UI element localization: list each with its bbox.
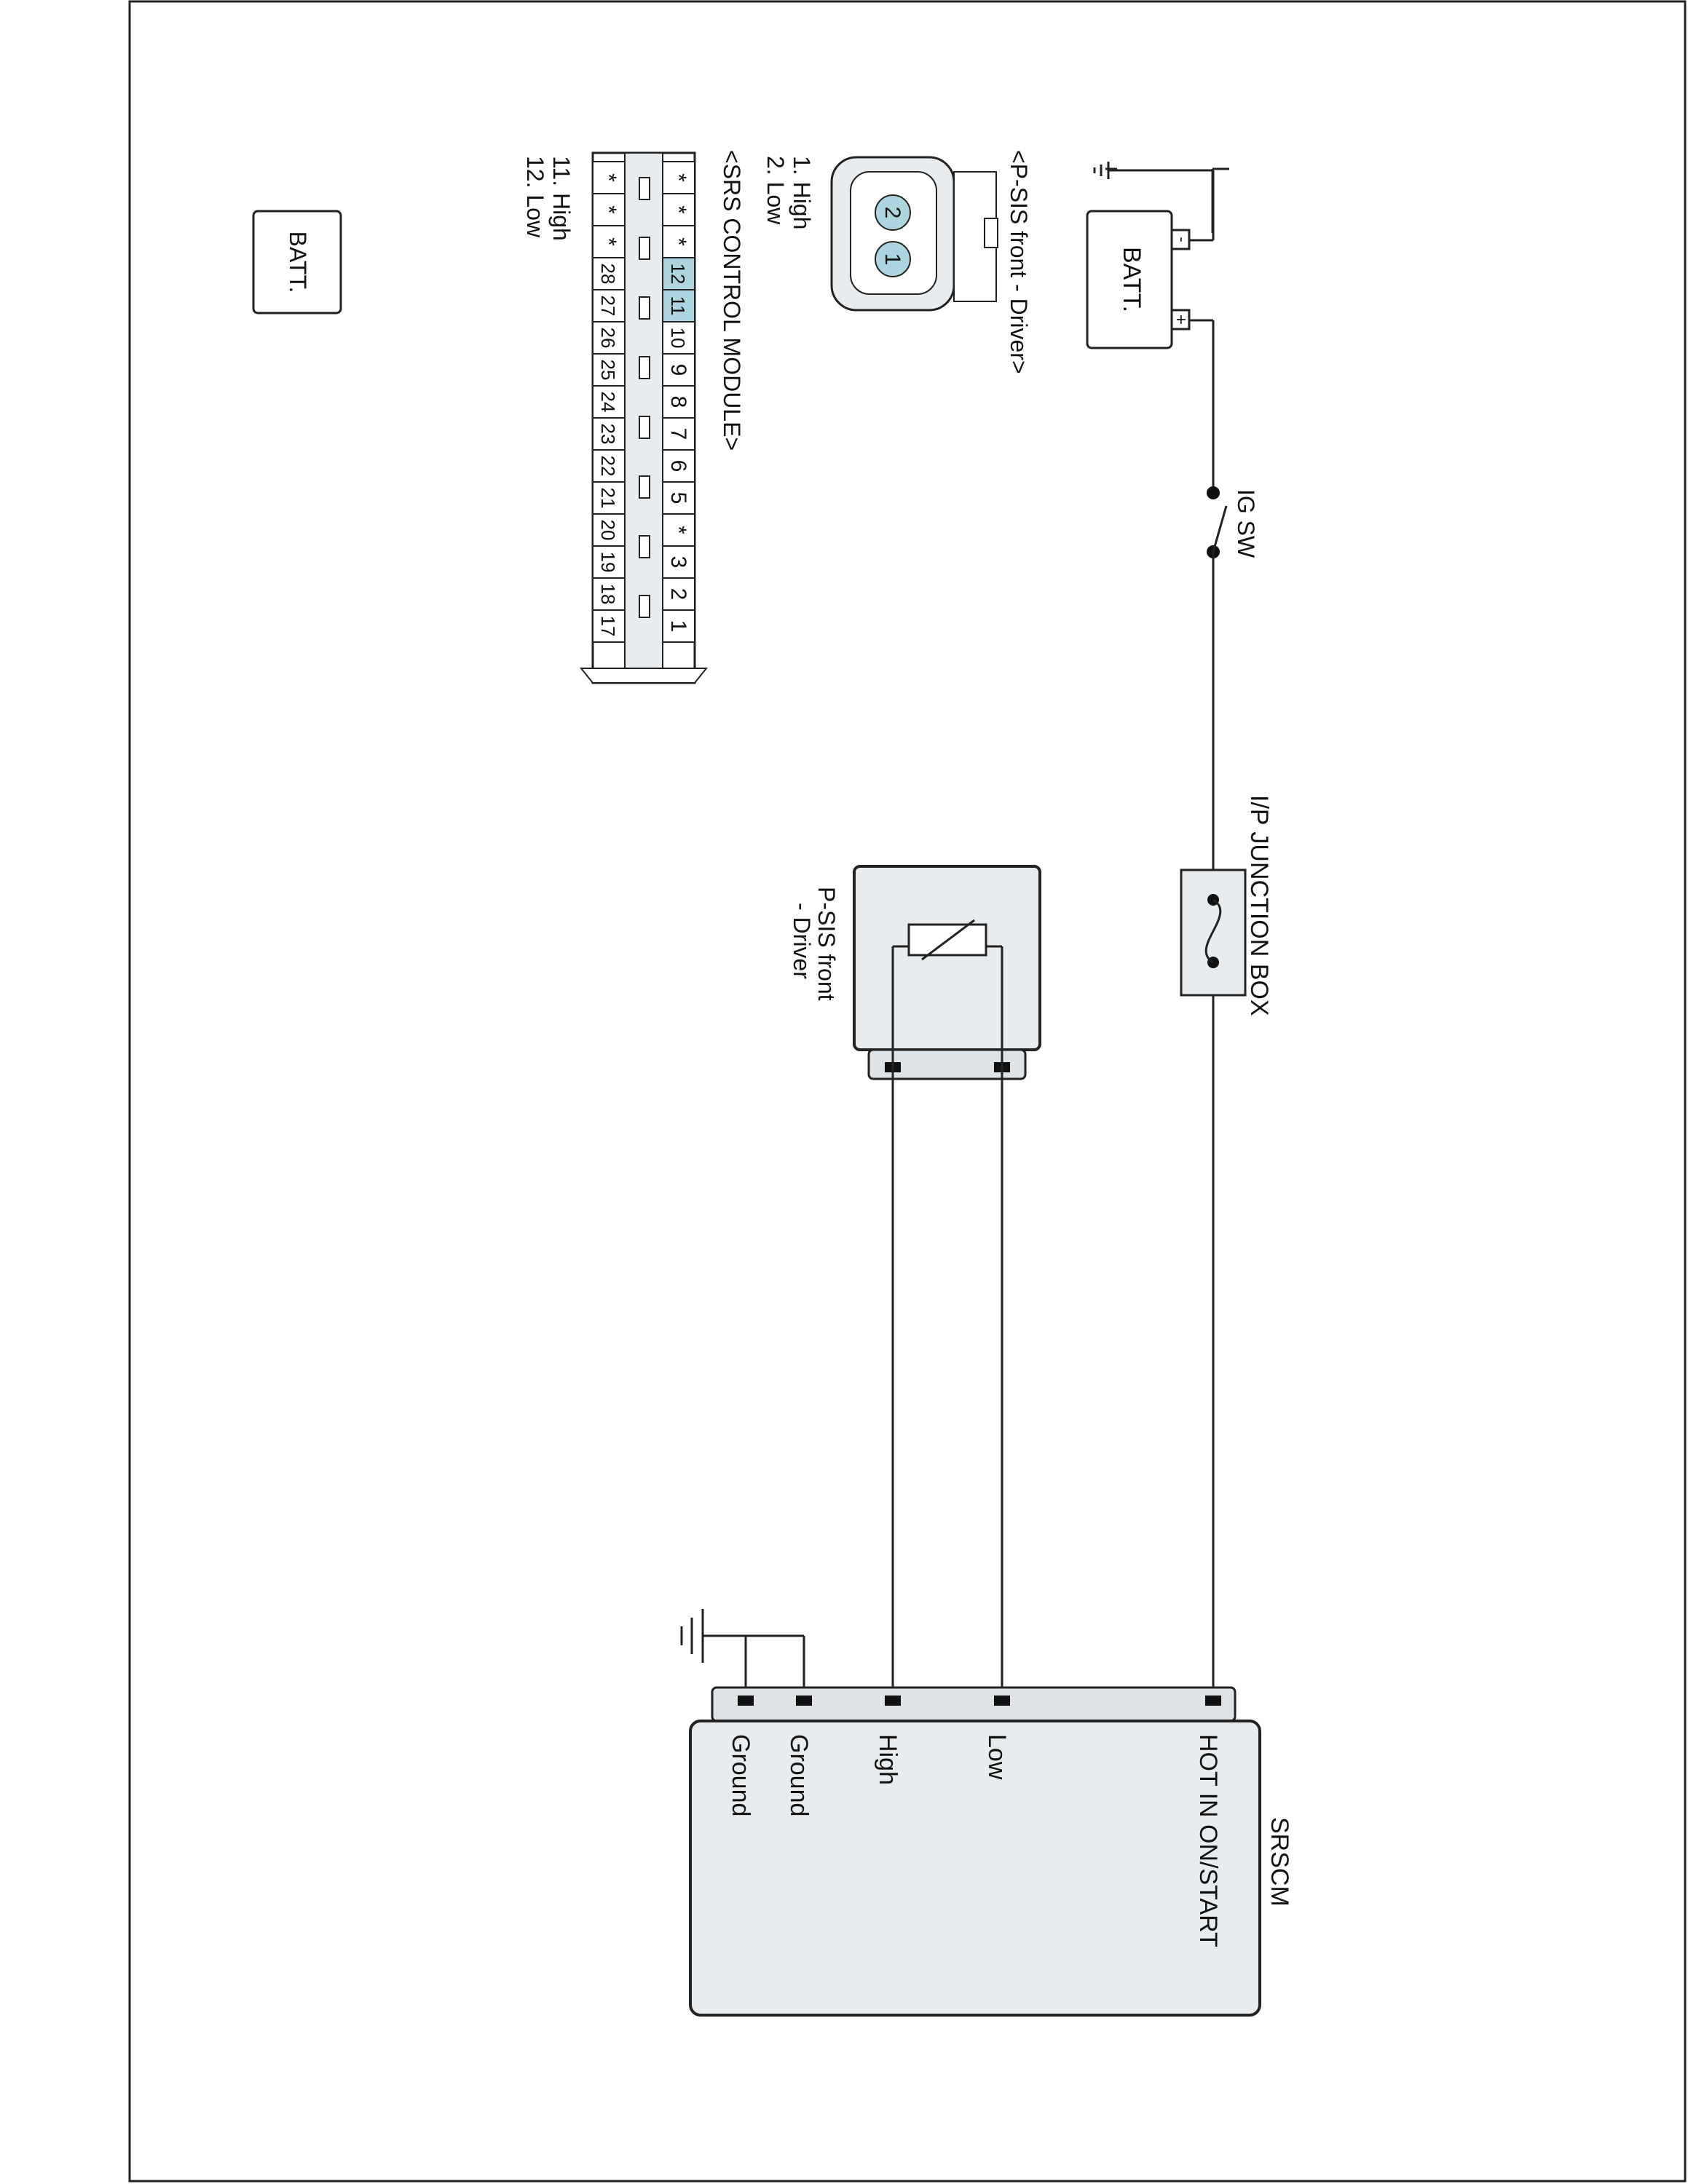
srscm-pin-high: High [874, 1734, 902, 1785]
srs-top-pin-cell [662, 609, 695, 643]
psis-sensor-label-2: - Driver [789, 903, 815, 979]
srs-top-pin-cell [662, 481, 695, 515]
srs-top-pin-label: 3 [666, 556, 690, 569]
srs-bottom-pin-cell [592, 161, 626, 194]
srs-slot [639, 296, 650, 320]
srs-bottom-pin-label: * [596, 205, 620, 214]
srs-bottom-pin-label: 22 [597, 456, 619, 477]
srs-legend-2: 12. Low [522, 156, 548, 238]
srs-bottom-pin-cell [592, 577, 626, 611]
srs-slot [639, 237, 650, 260]
srscm-pin-ground-1: Ground [785, 1734, 813, 1816]
psis-sensor: P-SIS front - Driver [789, 865, 1041, 1080]
srs-top-pin-label: * [666, 237, 690, 246]
psis-pin-1: 1 [880, 253, 904, 266]
battery-box [252, 210, 342, 314]
srs-bottom-pin-cell [592, 289, 626, 323]
srs-slot [639, 356, 650, 379]
srs-top-pin-cell [662, 513, 695, 547]
srs-top-pin-label: 10 [667, 328, 689, 349]
srscm-pin-low: Low [983, 1734, 1011, 1780]
junction-box-label: I/P JUNCTION BOX [1245, 795, 1273, 1016]
srs-top-pin-cell [662, 449, 695, 483]
ig-switch: IG SW [1207, 486, 1259, 558]
srs-slot [639, 595, 650, 618]
srscm-pin-ground-2: Ground [727, 1734, 754, 1816]
srs-bottom-pin-label: 21 [597, 488, 619, 509]
srs-top-pin-label: 7 [666, 428, 690, 440]
srs-top-pin-label: * [666, 173, 690, 182]
srs-bottom-pin-label: 20 [597, 520, 619, 541]
psis-connector-title: <P-SIS front - Driver> [1006, 150, 1032, 374]
srs-top-pin-cell [662, 321, 695, 355]
psis-sensor-label-1: P-SIS front [813, 887, 840, 1001]
srs-top-row: * * * 12 11 10 9 8 7 6 5 * 3 2 1 [662, 161, 695, 643]
srs-bottom-pin-label: * [596, 237, 620, 246]
srs-top-pin-label: 11 [667, 296, 689, 316]
srs-top-pin-label: 5 [666, 492, 690, 505]
battery-ground-symbol [1093, 162, 1215, 242]
psis-pin-2: 2 [880, 207, 904, 219]
srs-bottom-pin-cell [592, 513, 626, 547]
page-frame [128, 0, 1687, 2183]
srs-bottom-pin-label: * [596, 173, 620, 182]
srs-connector-view: <SRS CONTROL MODULE> ***12111098765*321 … [522, 150, 745, 684]
ig-switch-label: IG SW [1233, 489, 1259, 558]
srs-bottom-pin-label: 26 [597, 328, 619, 349]
srs-slot [639, 535, 650, 558]
psis-legend-2: 2. Low [762, 156, 789, 225]
battery: - + BATT. [1086, 210, 1191, 349]
srs-bottom-pin-label: 24 [597, 392, 619, 413]
srs-top-pin-cell [662, 225, 695, 258]
srscm-pin-hot: HOT IN ON/START [1194, 1734, 1222, 1947]
psis-legend-1: 1. High [789, 156, 815, 229]
battery-plus-label: + [1171, 314, 1191, 325]
battery-label: BATT. [285, 232, 311, 293]
srs-bottom-pin-label: 18 [597, 584, 619, 605]
srs-top-pin-cell [662, 385, 695, 419]
srs-top-pin-label: 2 [666, 588, 690, 601]
srs-bottom-pin-cell [592, 609, 626, 643]
srs-slots [639, 177, 650, 618]
srs-top-pin-label: 8 [666, 396, 690, 408]
battery-minus-label: - [1173, 237, 1191, 242]
srs-connector-title: <SRS CONTROL MODULE> [719, 150, 745, 451]
srscm-module: SRSCM HOT IN ON/START Low High Ground Gr… [689, 1686, 1293, 2017]
srs-top-pin-cell [662, 161, 695, 194]
srscm-title: SRSCM [1266, 1817, 1293, 1907]
srs-bottom-pin-label: 25 [597, 360, 619, 381]
srs-legend-1: 11. High [548, 156, 575, 241]
srs-bottom-pin-label: 23 [597, 424, 619, 445]
srs-bottom-row: * * * 28 27 26 25 24 23 22 21 20 19 18 17 [592, 161, 626, 643]
srs-top-pin-label: 6 [666, 460, 690, 472]
srs-slot [639, 416, 650, 439]
srs-slot [639, 177, 650, 200]
srs-bottom-pin-cell [592, 225, 626, 258]
junction-box: I/P JUNCTION BOX [1180, 795, 1273, 1016]
srs-bottom-pin-label: 28 [597, 264, 619, 285]
psis-connector-view: <P-SIS front - Driver> 2 1 1. High 2. Lo… [762, 150, 1032, 374]
srs-slot [639, 475, 650, 499]
battery-label: BATT. [1118, 247, 1145, 312]
srs-bottom-pin-cell [592, 193, 626, 226]
srs-top-pin-label: 9 [666, 364, 690, 376]
srs-bottom-pin-label: 27 [597, 296, 619, 317]
srs-bottom-pin-label: 19 [597, 552, 619, 573]
srs-bottom-pin-label: 17 [597, 616, 619, 637]
srs-top-pin-label: * [666, 526, 690, 534]
srs-top-pin-label: 1 [666, 620, 690, 633]
srs-top-pin-label: * [666, 205, 690, 214]
srs-top-pin-label: 12 [667, 264, 689, 285]
srs-bottom-pin-cell [592, 545, 626, 579]
srs-top-pin-cell [662, 577, 695, 611]
